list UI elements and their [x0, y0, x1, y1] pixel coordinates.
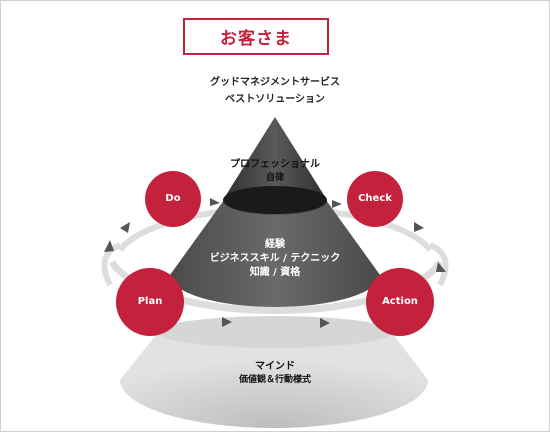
arrow-icon — [436, 262, 446, 272]
middle-layer-line-1: 経験 — [265, 239, 285, 250]
do-circle — [145, 171, 201, 227]
arrow-icon — [120, 222, 130, 233]
cycle-ring-left — [101, 242, 122, 287]
base-cone — [120, 330, 428, 428]
customer-title-box: お客さま — [183, 18, 329, 55]
arrow-icon — [104, 240, 114, 252]
cycle-ring-right — [428, 242, 449, 287]
arrow-icon — [210, 198, 220, 206]
plan-circle — [116, 268, 184, 336]
top-layer-line-2: 自律 — [265, 173, 284, 183]
arrow-icon — [222, 317, 232, 327]
plan-label: Plan — [137, 296, 163, 307]
do-label: Do — [165, 193, 181, 204]
top-cone-ring — [223, 186, 327, 214]
arrow-icon — [332, 200, 342, 208]
base-layer-line-1: マインド — [255, 361, 295, 372]
check-label: Check — [358, 193, 392, 204]
base-cone-top — [157, 316, 393, 348]
service-line-2: ベストソリューション — [225, 94, 325, 105]
customer-title: お客さま — [220, 29, 292, 49]
base-layer-line-2: 価値観＆行動様式 — [238, 375, 311, 385]
check-circle — [347, 171, 403, 227]
middle-layer-line-3: 知識 / 資格 — [249, 267, 301, 278]
action-circle — [366, 268, 434, 336]
top-layer-line-1: プロフェッショナル — [230, 159, 320, 170]
arrow-icon — [414, 222, 424, 232]
middle-cone — [170, 200, 380, 307]
arrow-icon — [320, 318, 330, 328]
service-line-1: グッドマネジメントサービス — [210, 77, 340, 88]
action-label: Action — [382, 296, 418, 307]
middle-layer-line-2: ビジネススキル / テクニック — [209, 253, 341, 264]
